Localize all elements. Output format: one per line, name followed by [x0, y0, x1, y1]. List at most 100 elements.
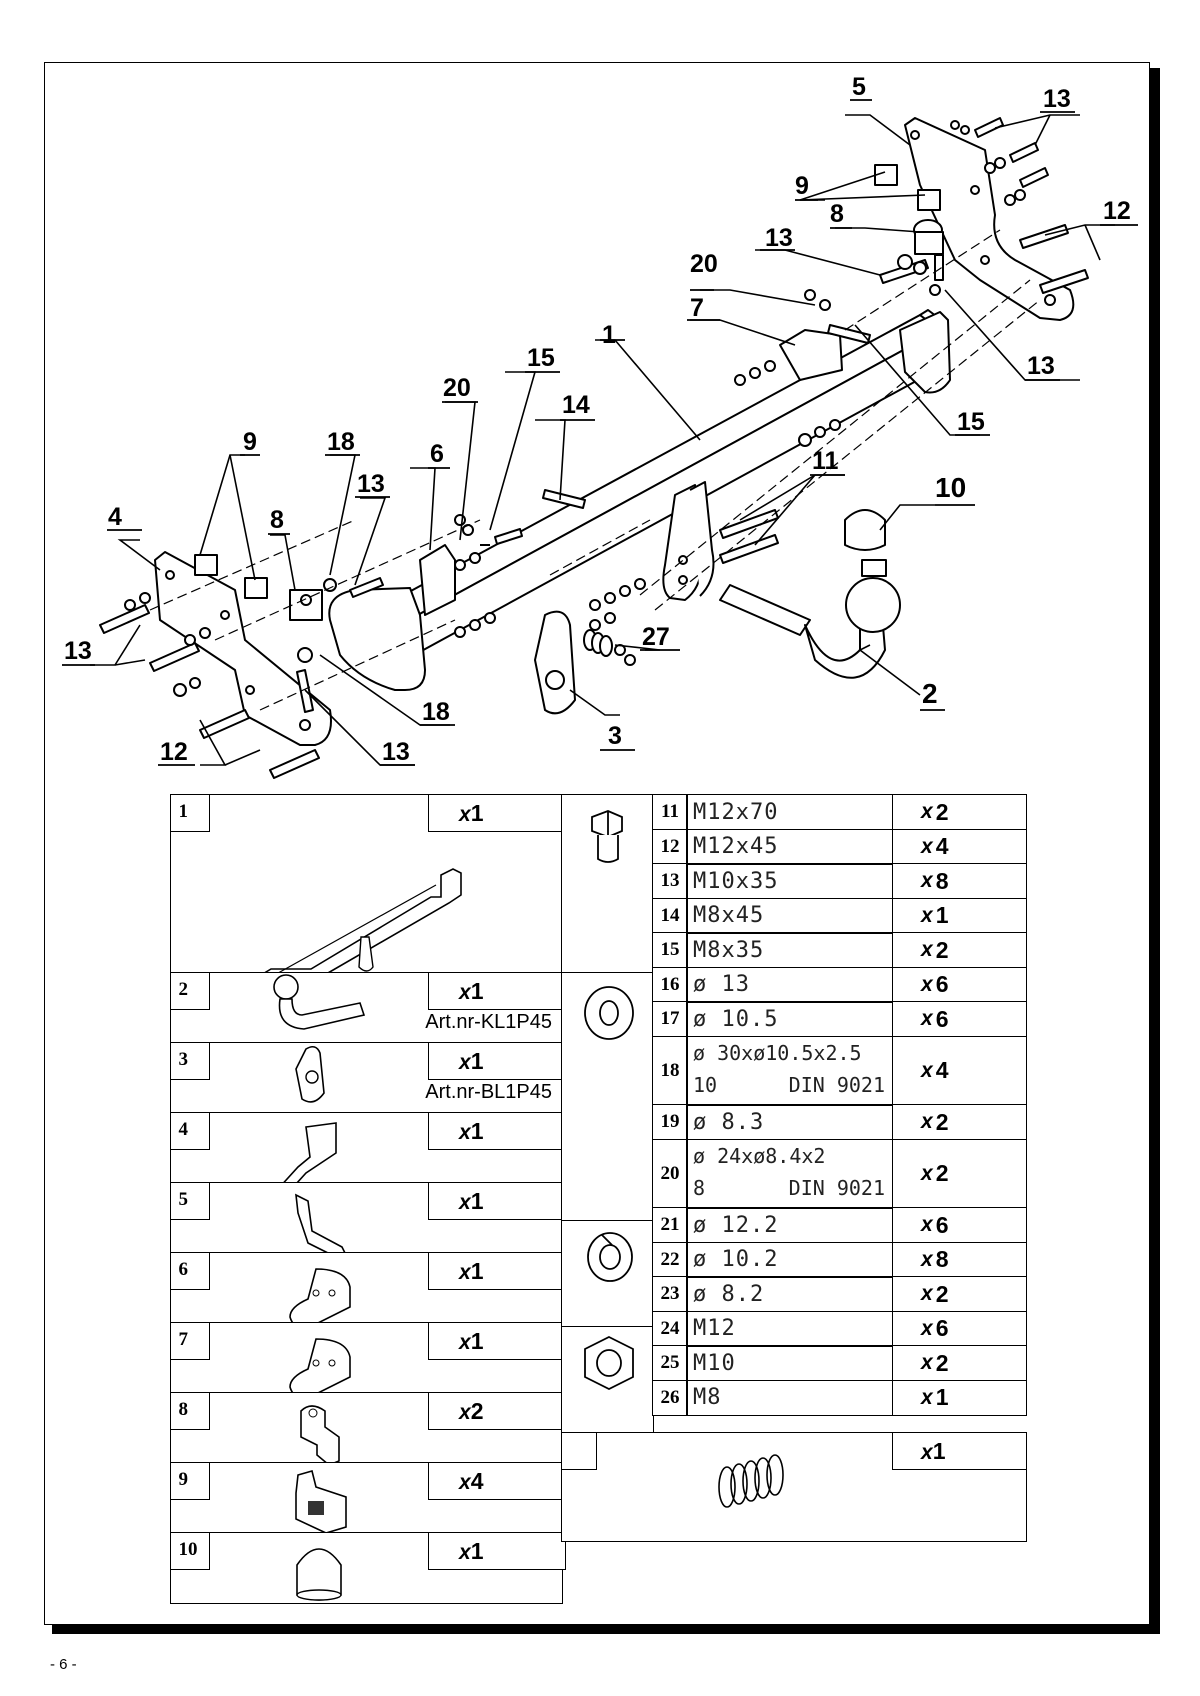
part-number-box: 9 — [169, 1461, 210, 1500]
part-spec-19: ø 8.3 — [686, 1104, 894, 1140]
callout-6: 6 — [430, 440, 444, 468]
callout-20-left: 20 — [443, 374, 471, 402]
callout-13-left: 13 — [64, 637, 92, 665]
part-row-5: 5 x1 — [169, 1181, 566, 1258]
part-number-box: 8 — [169, 1391, 210, 1430]
spring-icon — [718, 1454, 784, 1508]
part-27-num-box — [561, 1432, 597, 1470]
part-number-11: 11 — [652, 794, 688, 830]
part-qty-box: x1 — [428, 1321, 566, 1360]
bolt-icon — [591, 810, 623, 863]
bolts-group — [99, 117, 1089, 779]
part-row-4: 4 x1 — [169, 1111, 566, 1197]
callout-18-bottom: 18 — [422, 698, 450, 726]
part-number-13: 13 — [652, 863, 688, 899]
nut-icon-cell — [561, 1326, 654, 1434]
callout-11: 11 — [812, 447, 839, 475]
spring-washer-icon-cell — [561, 1220, 654, 1328]
part-spec-14: M8x45 — [686, 897, 894, 934]
clip-nut-left-b — [244, 577, 268, 599]
part-number-box: 6 — [169, 1251, 210, 1290]
part-number-17: 17 — [652, 1001, 688, 1037]
callout-20-right: 20 — [690, 250, 718, 278]
support-bracket-icon — [289, 1338, 351, 1399]
part-number-21: 21 — [652, 1207, 688, 1243]
part-number-23: 23 — [652, 1276, 688, 1312]
callout-5: 5 — [852, 73, 866, 101]
socket-plate-part — [534, 610, 576, 715]
callout-12-right: 12 — [1103, 197, 1131, 225]
callout-3: 3 — [608, 722, 622, 750]
callout-9-right: 9 — [795, 172, 809, 200]
washer-icon — [584, 986, 634, 1040]
part-qty: x1 — [459, 1047, 484, 1074]
part-number-15: 15 — [652, 932, 688, 968]
part-number: 5 — [178, 1188, 189, 1210]
part-number-box: 4 — [169, 1111, 210, 1150]
part-spec-11: M12x70 — [686, 794, 894, 830]
part-number: 10 — [178, 1538, 198, 1560]
page-number: - 6 - — [50, 1656, 77, 1673]
part-number-19: 19 — [652, 1104, 688, 1140]
callout-10: 10 — [935, 472, 966, 503]
part-number-25: 25 — [652, 1345, 688, 1381]
part-number-16: 16 — [652, 966, 688, 1003]
callout-2: 2 — [922, 678, 938, 709]
callout-27: 27 — [642, 623, 670, 651]
part-qty: x1 — [459, 799, 484, 826]
callout-13-right: 13 — [1027, 352, 1055, 380]
part-spec-17: ø 10.5 — [686, 1001, 894, 1037]
callout-12-left: 12 — [160, 738, 188, 766]
callout-13-mid: 13 — [765, 224, 793, 252]
part-qty: x1 — [459, 1187, 484, 1214]
part-qty: x2 — [459, 1397, 484, 1424]
part-qty-box: x1 — [428, 1181, 566, 1220]
part-number-26: 26 — [652, 1379, 688, 1416]
callout-14: 14 — [562, 391, 590, 419]
angle-bracket-icon — [300, 1405, 340, 1466]
part-number: 8 — [178, 1398, 189, 1420]
frame-shadow-bottom — [52, 1625, 1160, 1634]
washers-nuts-group — [124, 120, 1026, 697]
callout-13-top: 13 — [357, 470, 385, 498]
clip-nut-left-a — [194, 554, 218, 576]
bolt-icon-cell — [561, 794, 654, 974]
part-spec-16: ø 13 — [686, 966, 894, 1003]
callout-15-left: 15 — [527, 344, 555, 372]
ball-cap-icon — [296, 1548, 342, 1601]
part-spec-25: M10 — [686, 1345, 894, 1381]
part-qty-box: x1 — [428, 1251, 566, 1290]
part-number-box: 1 — [169, 793, 210, 832]
part-qty-box: x1 — [428, 1111, 566, 1150]
washer-icon-cell — [561, 972, 654, 1222]
part-spec-13: M10x35 — [686, 863, 894, 899]
right-bracket-part — [904, 117, 1075, 321]
callout-8-left: 8 — [270, 506, 284, 534]
part-qty-box: x1 — [428, 971, 566, 1010]
part-number-box: 5 — [169, 1181, 210, 1220]
part-27-qty-box: x1 — [892, 1432, 1027, 1470]
clip-nut-icon — [295, 1470, 347, 1534]
part-number: 2 — [178, 978, 189, 1000]
part-qty: x1 — [459, 1257, 484, 1284]
part-qty: x1 — [459, 1117, 484, 1144]
callout-13-right-top: 13 — [1043, 85, 1071, 113]
part-qty: x4 — [459, 1467, 484, 1494]
part-spec-15: M8x35 — [686, 932, 894, 968]
part-number-box: 10 — [169, 1531, 210, 1570]
part-number: 6 — [178, 1258, 189, 1280]
ball-cap-part — [844, 509, 886, 551]
part-spec-26: M8 — [686, 1379, 894, 1416]
